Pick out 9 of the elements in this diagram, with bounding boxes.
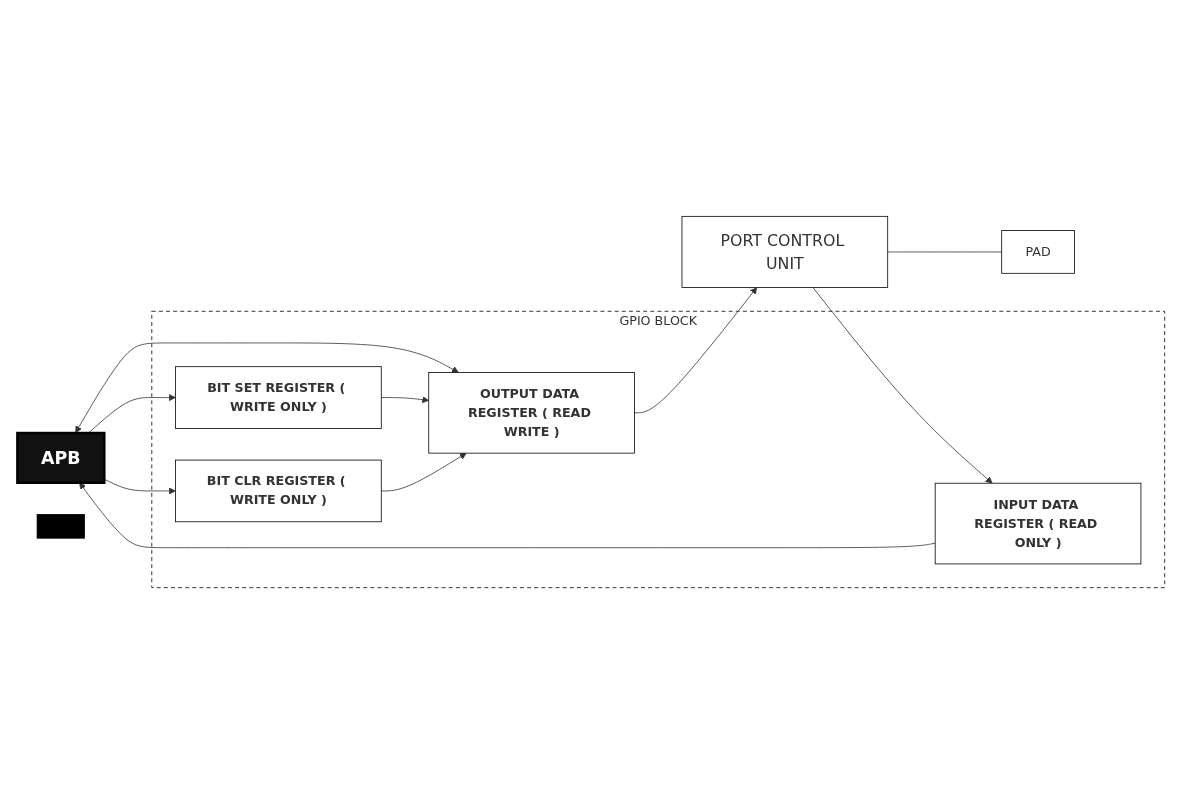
- node-box: PAD: [1001, 229, 1075, 274]
- node-box: INPUT DATA REGISTER ( READ ONLY ): [934, 482, 1142, 564]
- node-bar: [36, 513, 85, 539]
- node-box: PORT CONTROL UNIT: [681, 215, 889, 288]
- node-box: OUTPUT DATA REGISTER ( READ WRITE ): [428, 371, 635, 454]
- node-box: BIT CLR REGISTER ( WRITE ONLY ): [175, 459, 382, 522]
- node-box: APB: [16, 431, 106, 484]
- node-box: BIT SET REGISTER ( WRITE ONLY ): [175, 365, 382, 429]
- connector: [887, 251, 1003, 252]
